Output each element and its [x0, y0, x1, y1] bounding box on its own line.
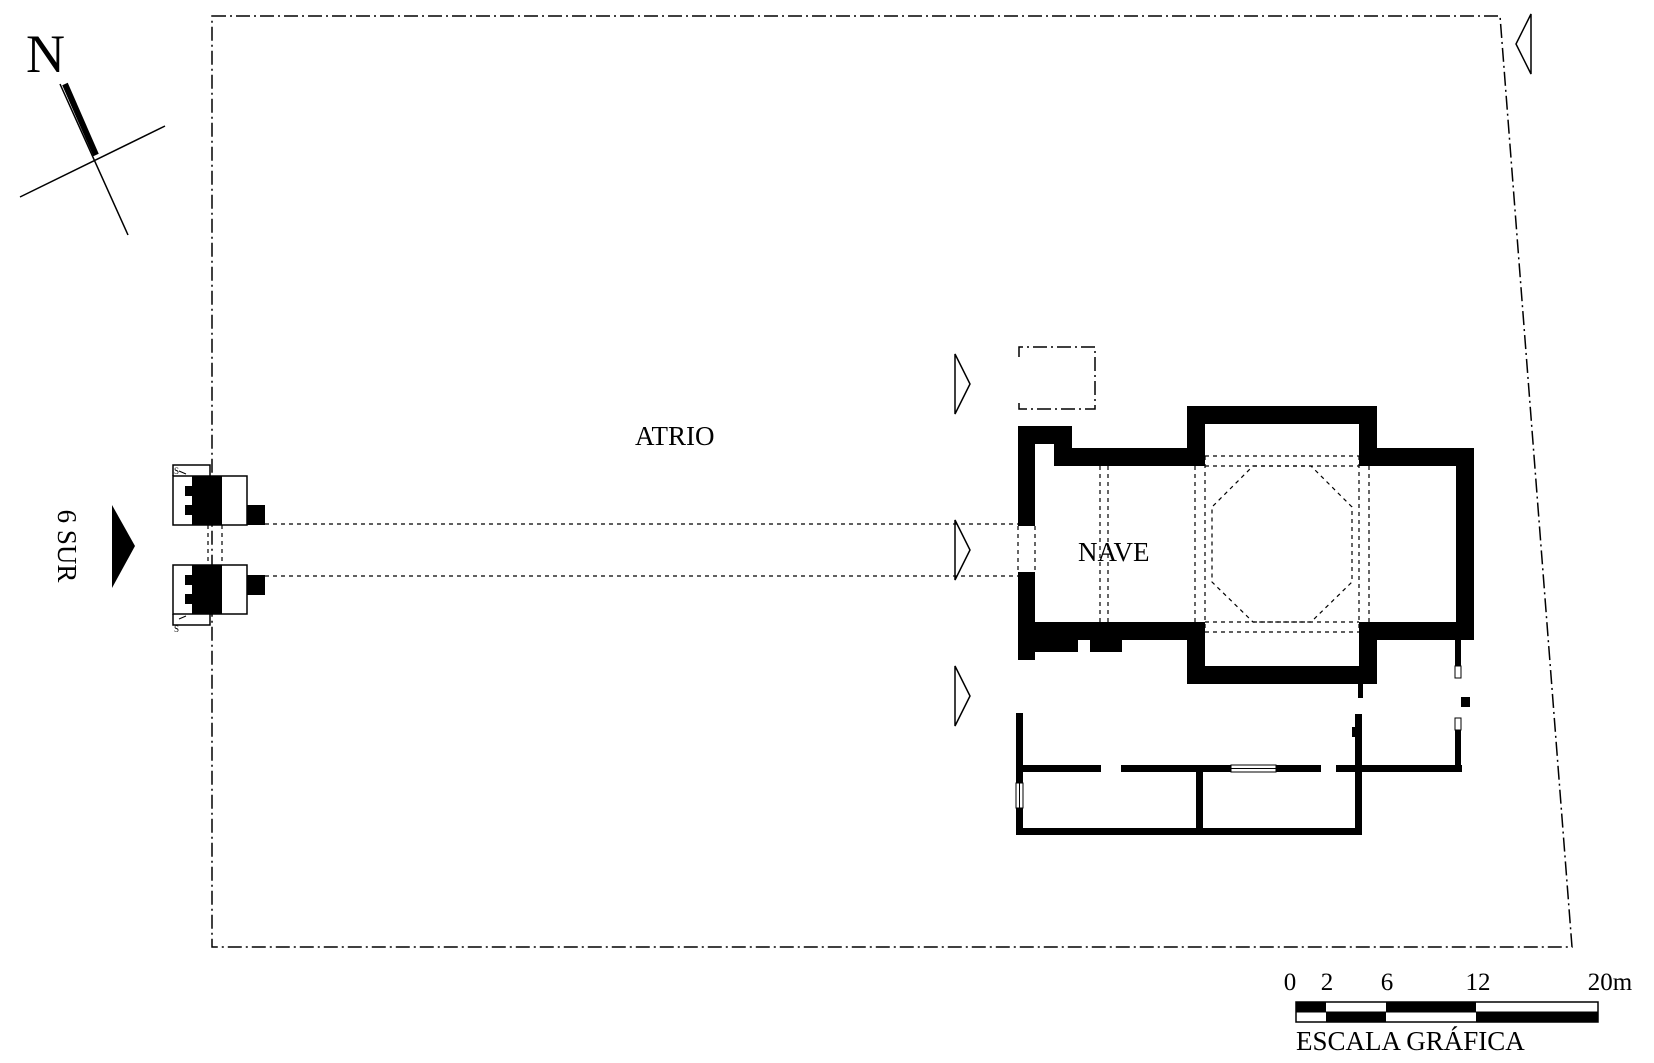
north-letter: N: [26, 24, 65, 84]
atrium-boundary: [211, 15, 1573, 948]
view-markers: [954, 13, 1532, 727]
atrio-label: ATRIO: [635, 421, 715, 451]
scale-tick-20: 20m: [1588, 969, 1633, 996]
scale-caption: ESCALA GRÁFICA: [1296, 1026, 1525, 1056]
street-label: 6 SUR: [52, 510, 82, 583]
scale-tick-2: 2: [1321, 969, 1334, 996]
church-walls: [1018, 406, 1474, 684]
scale-bar: 0 2 6 12 20m ESCALA GRÁFICA: [1284, 969, 1633, 1056]
scale-tick-12: 12: [1466, 969, 1491, 996]
entry-arrow-icon: [112, 505, 135, 588]
annex-windows: [1015, 665, 1462, 809]
gate-pillars: S S: [172, 464, 265, 634]
processional-path: [265, 523, 1020, 577]
former-structure: [1018, 346, 1096, 410]
stair-mark-top: S: [174, 466, 179, 476]
nave-label: NAVE: [1078, 537, 1150, 567]
vault-lines: [1017, 455, 1370, 633]
stair-mark-bottom: S: [174, 624, 179, 634]
north-arrow: N: [19, 24, 166, 236]
scale-tick-6: 6: [1381, 969, 1394, 996]
scale-tick-0: 0: [1284, 969, 1297, 996]
southern-annex: [1016, 640, 1470, 835]
